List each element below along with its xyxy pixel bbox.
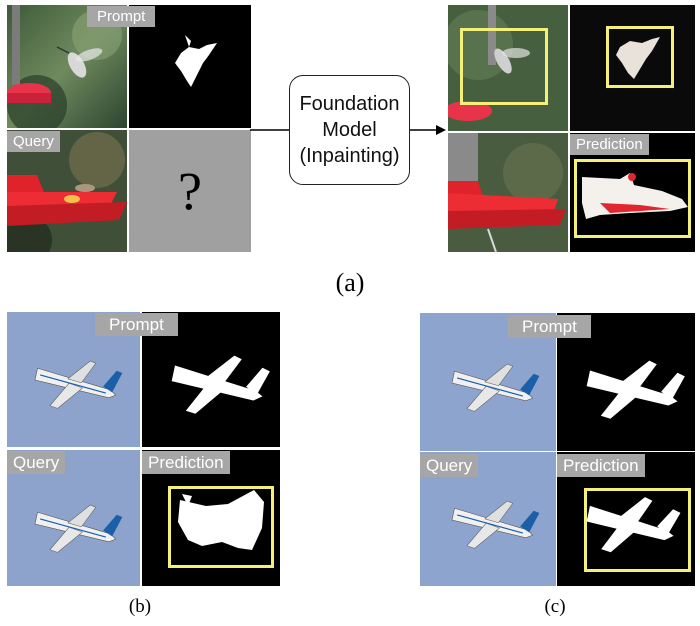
prediction-tag: Prediction	[570, 134, 649, 155]
highlight-box-prompt-image	[460, 28, 548, 105]
arrow-head-icon	[436, 125, 446, 135]
flow-arrows	[250, 125, 446, 135]
prompt-tag-c: Prompt	[508, 315, 591, 338]
foundation-model-box: Foundation Model (Inpainting)	[289, 75, 410, 185]
unknown-output-tile: ?	[129, 130, 251, 252]
model-box-line3: (Inpainting)	[299, 145, 400, 167]
query-tag-c: Query	[420, 454, 479, 477]
query-image-feeder	[7, 130, 127, 252]
prediction-tag-c: Prediction	[557, 454, 645, 477]
caption-b: (b)	[128, 596, 152, 617]
caption-c: (c)	[544, 596, 566, 617]
highlight-box-prediction-b	[168, 486, 274, 568]
question-mark: ?	[178, 161, 202, 221]
prompt-tag: Prompt	[87, 6, 156, 27]
caption-a: (a)	[335, 268, 365, 297]
output-prompt-image	[448, 5, 568, 131]
highlight-box-prediction-c	[584, 488, 691, 572]
model-box-line2: Model	[322, 119, 377, 141]
output-query-image	[448, 133, 568, 252]
query-tag: Query	[7, 131, 60, 152]
query-tag-b: Query	[7, 451, 66, 474]
highlight-box-prompt-mask	[606, 26, 674, 88]
prompt-tag-b: Prompt	[95, 313, 178, 336]
highlight-box-prediction	[574, 159, 691, 238]
model-box-line1: Foundation	[299, 93, 400, 115]
prompt-mask-airplane	[142, 312, 280, 447]
prediction-tag-b: Prediction	[142, 451, 230, 474]
